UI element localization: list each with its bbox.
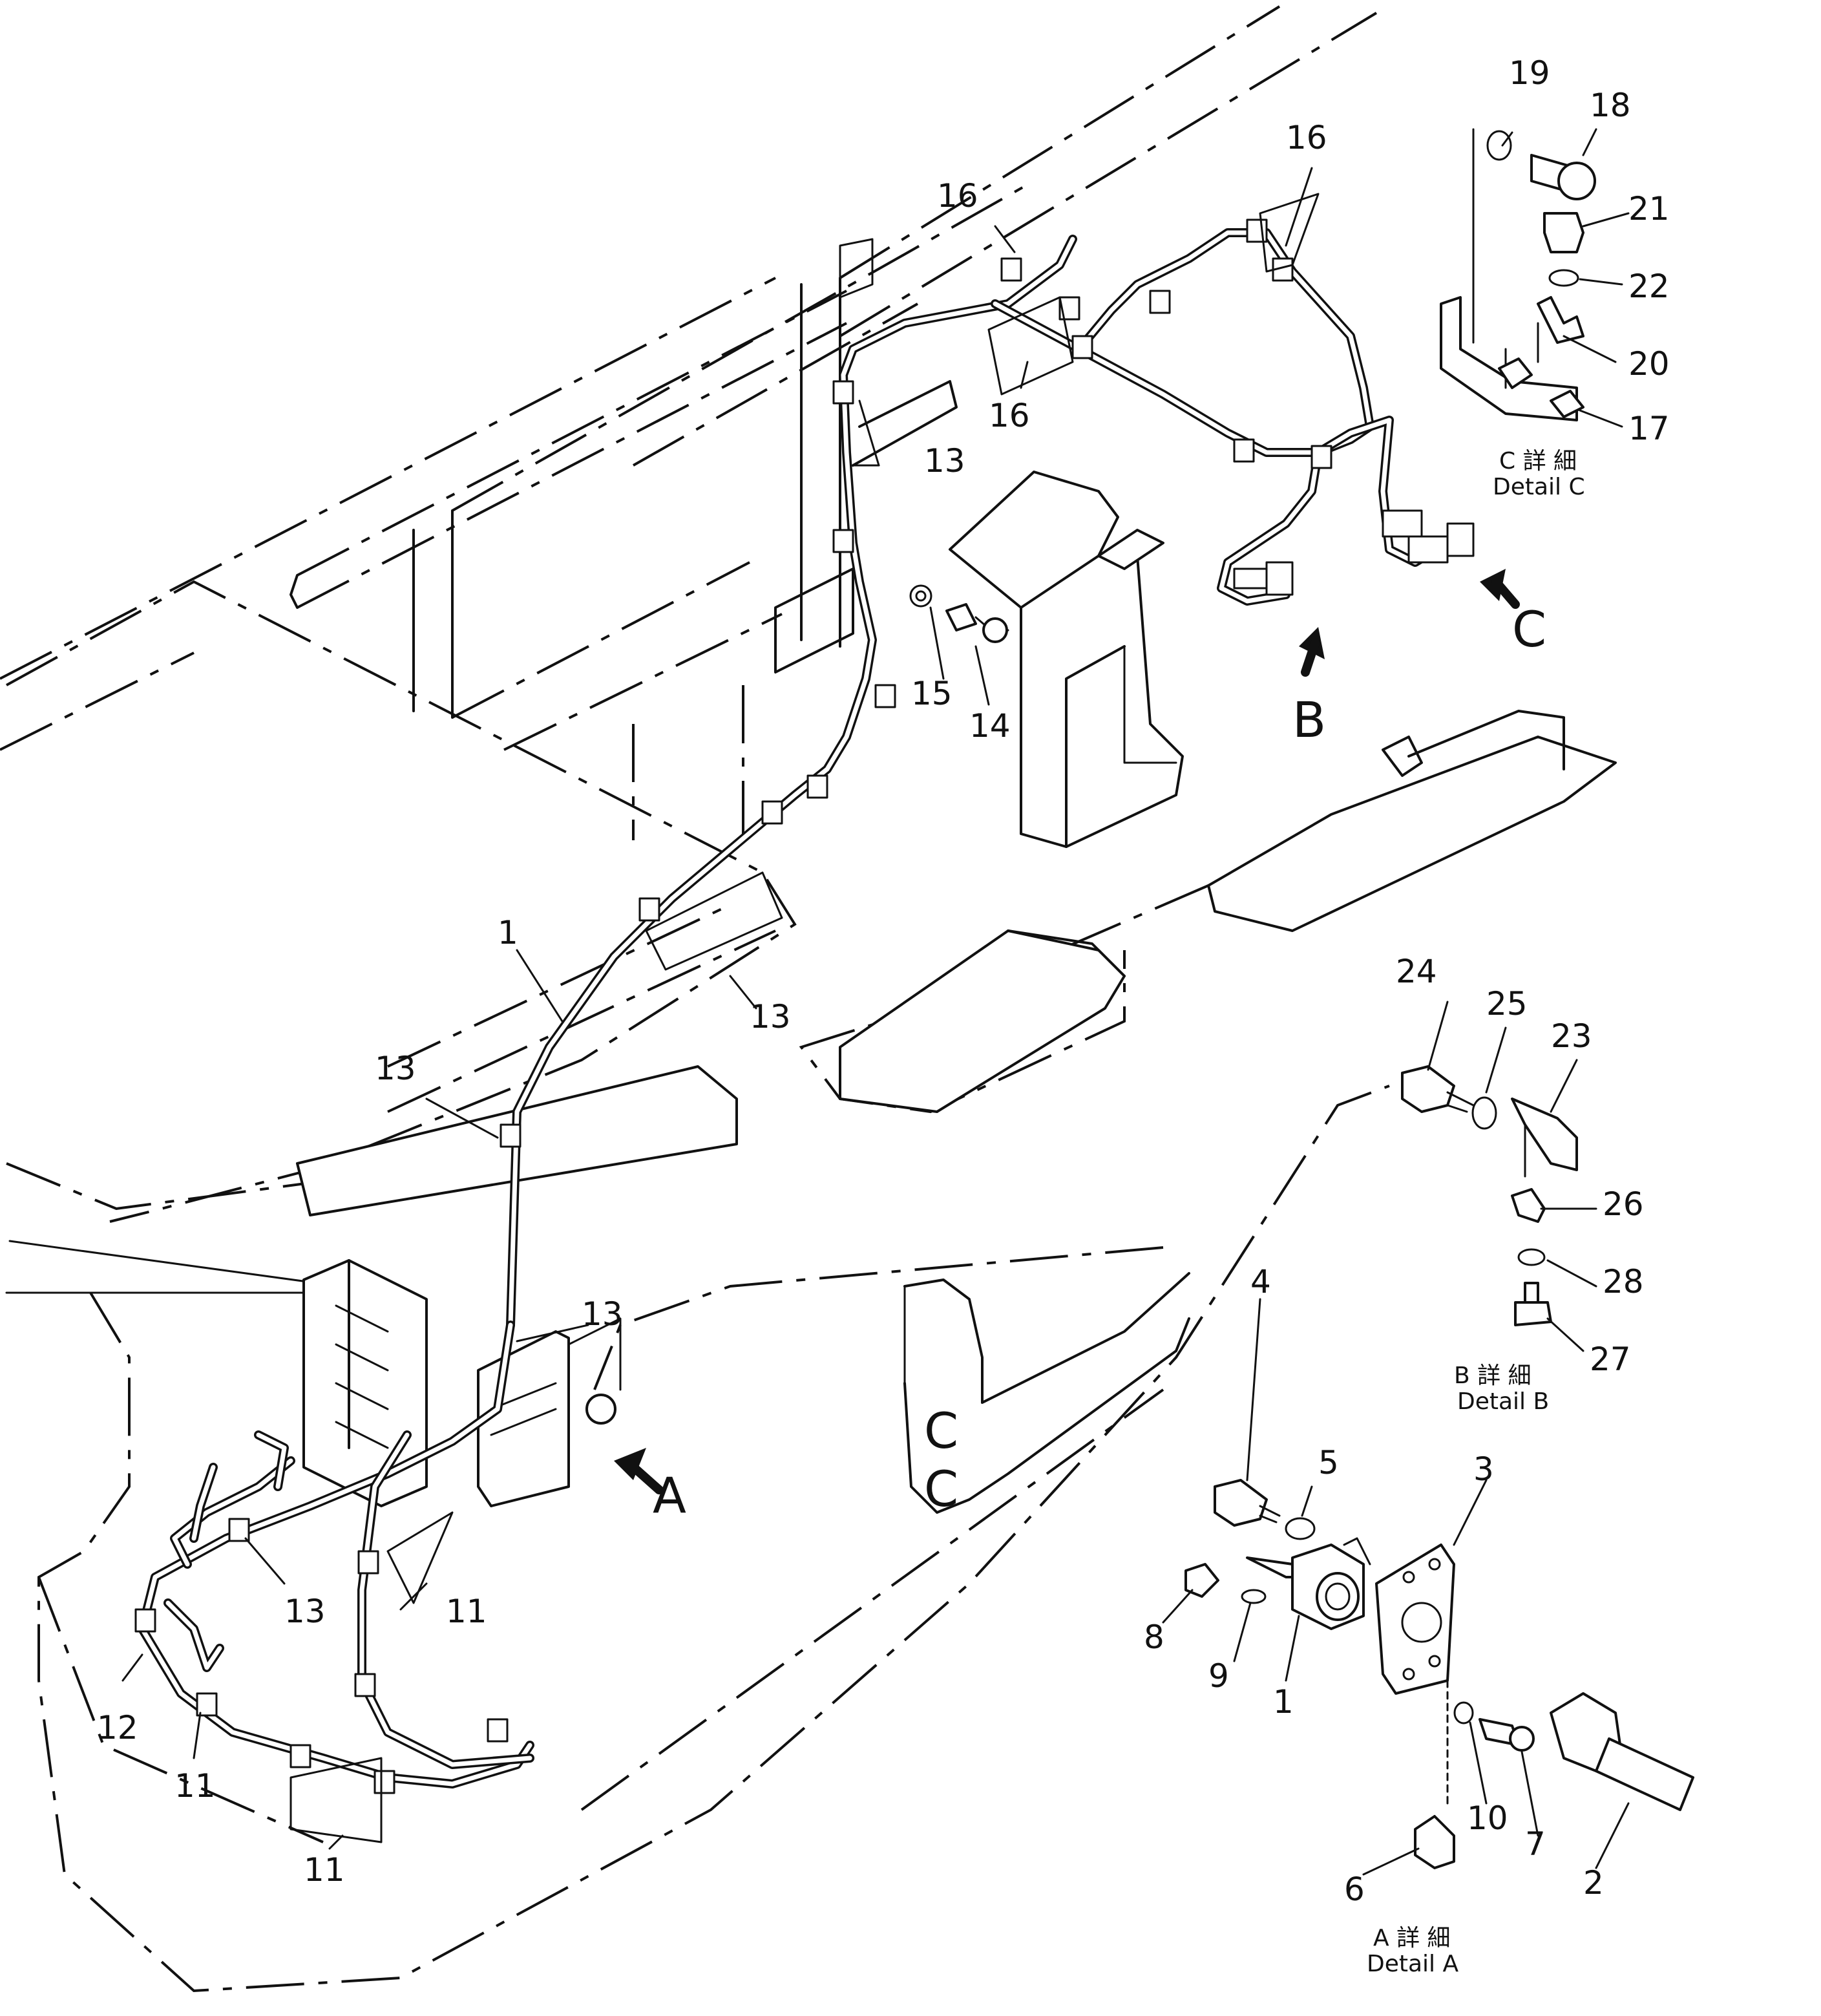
detail-c-caption-jp: C 詳 細 xyxy=(1499,448,1577,474)
callout-23: 23 xyxy=(1551,1017,1592,1055)
detail-b-caption-jp: B 詳 細 xyxy=(1454,1363,1532,1389)
callout-7: 7 xyxy=(1525,1825,1546,1863)
detail-a-caption-en: Detail A xyxy=(1367,1951,1458,1977)
callout-24: 24 xyxy=(1396,953,1437,990)
callout-13: 13 xyxy=(284,1593,326,1630)
pin-mark-c-upper: C xyxy=(924,1402,958,1459)
callout-13: 13 xyxy=(750,998,791,1035)
detail-c-caption-en: Detail C xyxy=(1493,474,1585,500)
callout-2: 2 xyxy=(1583,1864,1604,1902)
view-marker-c: C xyxy=(1512,600,1546,658)
connector-socket xyxy=(585,1394,616,1425)
callout-6: 6 xyxy=(1344,1871,1365,1908)
washer-15 xyxy=(909,584,932,608)
detail-b-assembly xyxy=(1401,1065,1578,1326)
callout-10: 10 xyxy=(1467,1799,1508,1837)
callout-8: 8 xyxy=(1144,1618,1164,1656)
bolt-14 xyxy=(945,603,977,631)
callout-1-hose: 1 xyxy=(498,914,518,951)
callout-25: 25 xyxy=(1486,985,1528,1023)
callout-9: 9 xyxy=(1208,1657,1229,1695)
callout-16: 16 xyxy=(937,177,978,215)
view-arrows xyxy=(614,569,1520,1494)
callout-22: 22 xyxy=(1628,268,1670,305)
callout-28: 28 xyxy=(1603,1263,1644,1300)
callout-26: 26 xyxy=(1603,1185,1644,1223)
leader-lines xyxy=(121,128,1630,1876)
callout-13: 13 xyxy=(582,1295,623,1333)
callout-13: 13 xyxy=(924,442,965,480)
detail-a-assembly xyxy=(1184,1479,1694,1869)
callout-12: 12 xyxy=(97,1709,138,1746)
callout-4: 4 xyxy=(1250,1263,1271,1300)
callout-20: 20 xyxy=(1628,345,1670,383)
callout-11: 11 xyxy=(304,1851,345,1889)
callout-16: 16 xyxy=(989,397,1030,434)
callout-labels: 1 13 13 13 13 13 14 15 16 16 16 11 11 11… xyxy=(97,54,1670,1977)
callout-16: 16 xyxy=(1286,119,1327,156)
callout-5: 5 xyxy=(1318,1444,1339,1481)
detail-b-caption-en: Detail B xyxy=(1457,1388,1549,1415)
control-box xyxy=(302,1259,622,1507)
callout-21: 21 xyxy=(1628,190,1670,228)
callout-11: 11 xyxy=(174,1767,216,1805)
callout-1-socket: 1 xyxy=(1273,1683,1294,1721)
machine-frame-outline: C C xyxy=(0,5,1617,1993)
callout-15: 15 xyxy=(911,675,953,712)
pin-mark-c-lower: C xyxy=(924,1460,958,1518)
view-marker-a: A xyxy=(653,1467,686,1524)
callout-18: 18 xyxy=(1590,87,1631,124)
callout-14: 14 xyxy=(969,707,1011,745)
callout-13: 13 xyxy=(375,1050,416,1087)
detail-a-caption-jp: A 詳 細 xyxy=(1373,1925,1451,1951)
detail-c-assembly xyxy=(1440,128,1596,421)
callout-27: 27 xyxy=(1590,1341,1631,1378)
callout-17: 17 xyxy=(1628,410,1670,447)
callout-19: 19 xyxy=(1509,54,1550,92)
callout-3: 3 xyxy=(1473,1450,1494,1488)
view-marker-b: B xyxy=(1292,691,1326,748)
wiring-harness xyxy=(134,193,1475,1843)
callout-11: 11 xyxy=(446,1593,487,1630)
